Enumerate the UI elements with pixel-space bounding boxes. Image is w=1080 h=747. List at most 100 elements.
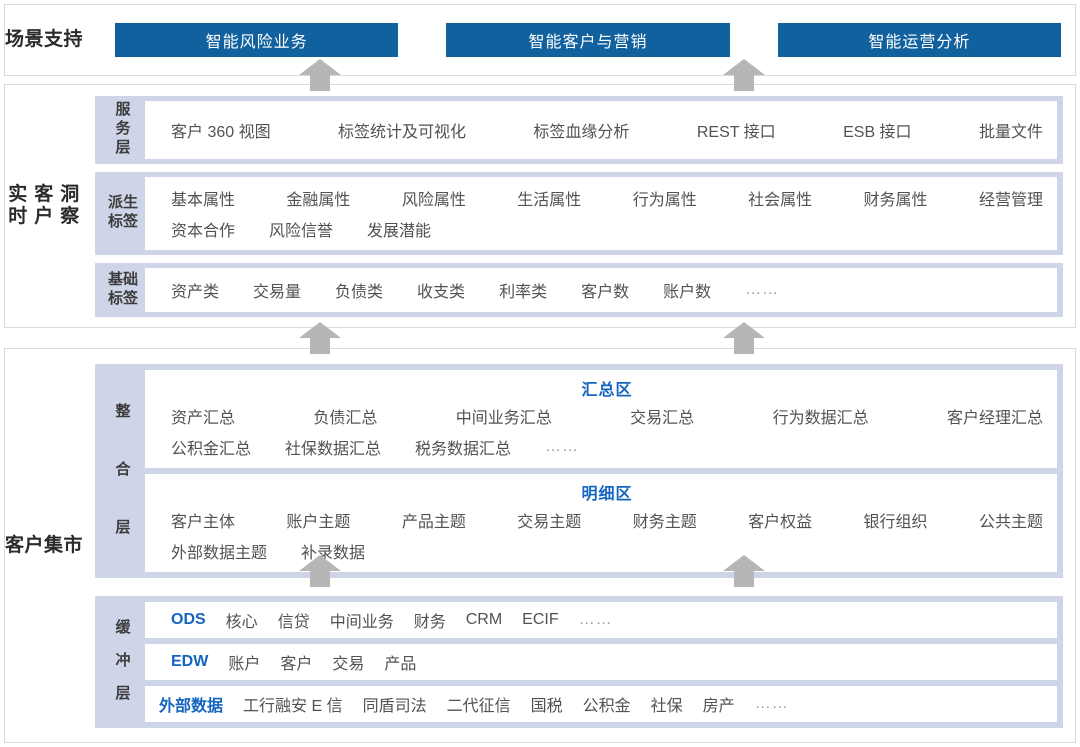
item-asset-summary[interactable]: 资产汇总 — [171, 409, 236, 427]
item-financial-attribute[interactable]: 金融属性 — [286, 191, 351, 209]
item-edw[interactable]: EDW — [171, 652, 209, 670]
item-intermediate-business-summary[interactable]: 中间业务汇总 — [455, 409, 552, 427]
buffer-row-edw: EDW 账户 客户 交易 产品 — [145, 643, 1057, 680]
item-housing-fund-summary[interactable]: 公积金汇总 — [171, 440, 252, 458]
item-customer[interactable]: 客户 — [280, 655, 313, 673]
band-buffer-layer: 缓 冲 层 ODS 核心 信贷 中间业务 财务 CRM ECIF — [95, 595, 1063, 728]
band-rows-integration-layer: 汇总区 资产汇总 负债汇总 中间业务汇总 交易汇总 行为数据汇总 客户经理汇总 … — [145, 369, 1057, 572]
item-core[interactable]: 核心 — [225, 613, 258, 631]
item-finance[interactable]: 财务 — [413, 613, 446, 631]
item-capital-cooperation[interactable]: 资本合作 — [171, 222, 236, 240]
item-finance-subject[interactable]: 财务主题 — [632, 513, 697, 531]
buffer-ods-items: ODS 核心 信贷 中间业务 财务 CRM ECIF …… — [171, 608, 1043, 632]
item-transaction-summary[interactable]: 交易汇总 — [630, 409, 695, 427]
item-social-security-data-summary[interactable]: 社保数据汇总 — [285, 440, 382, 458]
scene-button-risk[interactable]: 智能风险业务 — [115, 23, 399, 57]
arrow-insight-to-scene-right — [722, 58, 766, 92]
item-customer-count[interactable]: 客户数 — [581, 283, 630, 301]
item-ods[interactable]: ODS — [171, 610, 206, 628]
item-business-management[interactable]: 经营管理 — [978, 191, 1043, 209]
buffer-row-external: 外部数据 工行融安 E 信 同盾司法 二代征信 国税 公积金 社保 房产 …… — [145, 685, 1057, 722]
service-layer-char-2: 务 — [115, 120, 131, 138]
scene-title-line2: 支持 — [44, 29, 84, 51]
arrow-mart-to-insight-right — [722, 321, 766, 355]
item-ecif[interactable]: ECIF — [522, 610, 559, 628]
item-summary-ellipsis: …… — [545, 437, 580, 455]
item-tax-data-summary[interactable]: 税务数据汇总 — [415, 440, 512, 458]
item-interest-rate-class[interactable]: 利率类 — [499, 283, 548, 301]
zone-title-summary: 汇总区 — [581, 381, 633, 399]
item-public-subject[interactable]: 公共主题 — [978, 513, 1043, 531]
buffer-row-ods: ODS 核心 信贷 中间业务 财务 CRM ECIF …… — [145, 601, 1057, 638]
item-esb-interface[interactable]: ESB 接口 — [843, 123, 912, 141]
item-social-attribute[interactable]: 社会属性 — [748, 191, 813, 209]
item-customer-entity[interactable]: 客户主体 — [171, 513, 236, 531]
item-transaction-volume[interactable]: 交易量 — [253, 283, 302, 301]
item-income-expense-class[interactable]: 收支类 — [417, 283, 466, 301]
item-supplementary-data[interactable]: 补录数据 — [301, 544, 366, 562]
item-national-tax[interactable]: 国税 — [530, 697, 563, 715]
item-external-data[interactable]: 外部数据 — [159, 697, 224, 715]
item-housing-fund[interactable]: 公积金 — [582, 697, 631, 715]
scene-button-operations-analysis[interactable]: 智能运营分析 — [777, 23, 1061, 57]
section-title-customer-mart: 客户 集市 — [5, 349, 83, 742]
item-tag-stats-visualization[interactable]: 标签统计及可视化 — [338, 123, 467, 141]
item-batch-file[interactable]: 批量文件 — [978, 123, 1043, 141]
item-credit[interactable]: 信贷 — [277, 613, 310, 631]
mart-body: 整 合 层 汇总区 资产汇总 负债汇总 中间业务汇总 交易汇总 行为数据汇总 — [83, 349, 1075, 742]
item-account[interactable]: 账户 — [228, 655, 261, 673]
item-product-subject[interactable]: 产品主题 — [401, 513, 466, 531]
item-external-ellipsis: …… — [754, 694, 789, 712]
item-account-manager-summary[interactable]: 客户经理汇总 — [946, 409, 1043, 427]
item-account-count[interactable]: 账户数 — [663, 283, 712, 301]
item-behavior-data-summary[interactable]: 行为数据汇总 — [772, 409, 869, 427]
band-label-service-layer: 服 务 层 — [101, 101, 145, 159]
item-risk-reputation[interactable]: 风险信誉 — [269, 222, 334, 240]
service-layer-items: 客户 360 视图 标签统计及可视化 标签血缘分析 REST 接口 ESB 接口… — [171, 118, 1043, 142]
item-liability-class[interactable]: 负债类 — [335, 283, 384, 301]
item-social-security[interactable]: 社保 — [650, 697, 683, 715]
insight-title-line2: 客户 — [34, 184, 54, 227]
item-bank-organization[interactable]: 银行组织 — [863, 513, 928, 531]
item-icbc-rongan-e-xin[interactable]: 工行融安 E 信 — [243, 697, 343, 715]
basic-tags-char-2: 标签 — [107, 289, 138, 307]
section-title-insight: 实时 客户 洞察 — [5, 85, 83, 327]
band-service-layer: 服 务 层 客户 360 视图 标签统计及可视化 标签血缘分析 REST 接口 … — [95, 95, 1063, 164]
item-real-estate[interactable]: 房产 — [702, 697, 735, 715]
scene-button-customer-marketing[interactable]: 智能客户与营销 — [446, 23, 730, 57]
item-risk-attribute[interactable]: 风险属性 — [401, 191, 466, 209]
item-finance-attribute[interactable]: 财务属性 — [863, 191, 928, 209]
summary-items-row1: 资产汇总 负债汇总 中间业务汇总 交易汇总 行为数据汇总 客户经理汇总 — [171, 404, 1043, 428]
item-liability-summary[interactable]: 负债汇总 — [313, 409, 378, 427]
item-rest-interface[interactable]: REST 接口 — [696, 123, 776, 141]
item-life-attribute[interactable]: 生活属性 — [517, 191, 582, 209]
buffer-external-items: 外部数据 工行融安 E 信 同盾司法 二代征信 国税 公积金 社保 房产 …… — [159, 692, 1043, 716]
item-customer-rights[interactable]: 客户权益 — [748, 513, 813, 531]
item-crm[interactable]: CRM — [465, 610, 503, 628]
item-transaction[interactable]: 交易 — [332, 655, 365, 673]
insight-title-line3: 洞察 — [60, 184, 80, 227]
service-layer-char-3: 层 — [115, 138, 131, 156]
derived-tags-box: 基本属性 金融属性 风险属性 生活属性 行为属性 社会属性 财务属性 经营管理 … — [145, 176, 1057, 250]
item-product[interactable]: 产品 — [384, 655, 417, 673]
item-tag-lineage-analysis[interactable]: 标签血缘分析 — [533, 123, 630, 141]
item-asset-class[interactable]: 资产类 — [171, 283, 220, 301]
item-transaction-subject[interactable]: 交易主题 — [517, 513, 582, 531]
scene-title-line1: 场景 — [5, 29, 45, 51]
item-tongdun-judicial[interactable]: 同盾司法 — [362, 697, 427, 715]
item-second-gen-credit[interactable]: 二代征信 — [446, 697, 511, 715]
arrow-buffer-to-integration-left — [298, 554, 342, 588]
item-development-potential[interactable]: 发展潜能 — [367, 222, 432, 240]
item-basic-attribute[interactable]: 基本属性 — [171, 191, 236, 209]
item-customer-360-view[interactable]: 客户 360 视图 — [171, 123, 271, 141]
integration-layer-char-1: 整 — [115, 403, 131, 421]
scene-body: 智能风险业务 智能客户与营销 智能运营分析 — [83, 5, 1075, 75]
item-intermediate-business[interactable]: 中间业务 — [329, 613, 394, 631]
section-title-scene-support: 场景 支持 — [5, 5, 83, 75]
item-external-data-subject[interactable]: 外部数据主题 — [171, 544, 268, 562]
scene-button-row: 智能风险业务 智能客户与营销 智能运营分析 — [83, 5, 1075, 75]
item-behavior-attribute[interactable]: 行为属性 — [632, 191, 697, 209]
item-account-subject[interactable]: 账户主题 — [286, 513, 351, 531]
insight-body: 服 务 层 客户 360 视图 标签统计及可视化 标签血缘分析 REST 接口 … — [83, 85, 1075, 327]
